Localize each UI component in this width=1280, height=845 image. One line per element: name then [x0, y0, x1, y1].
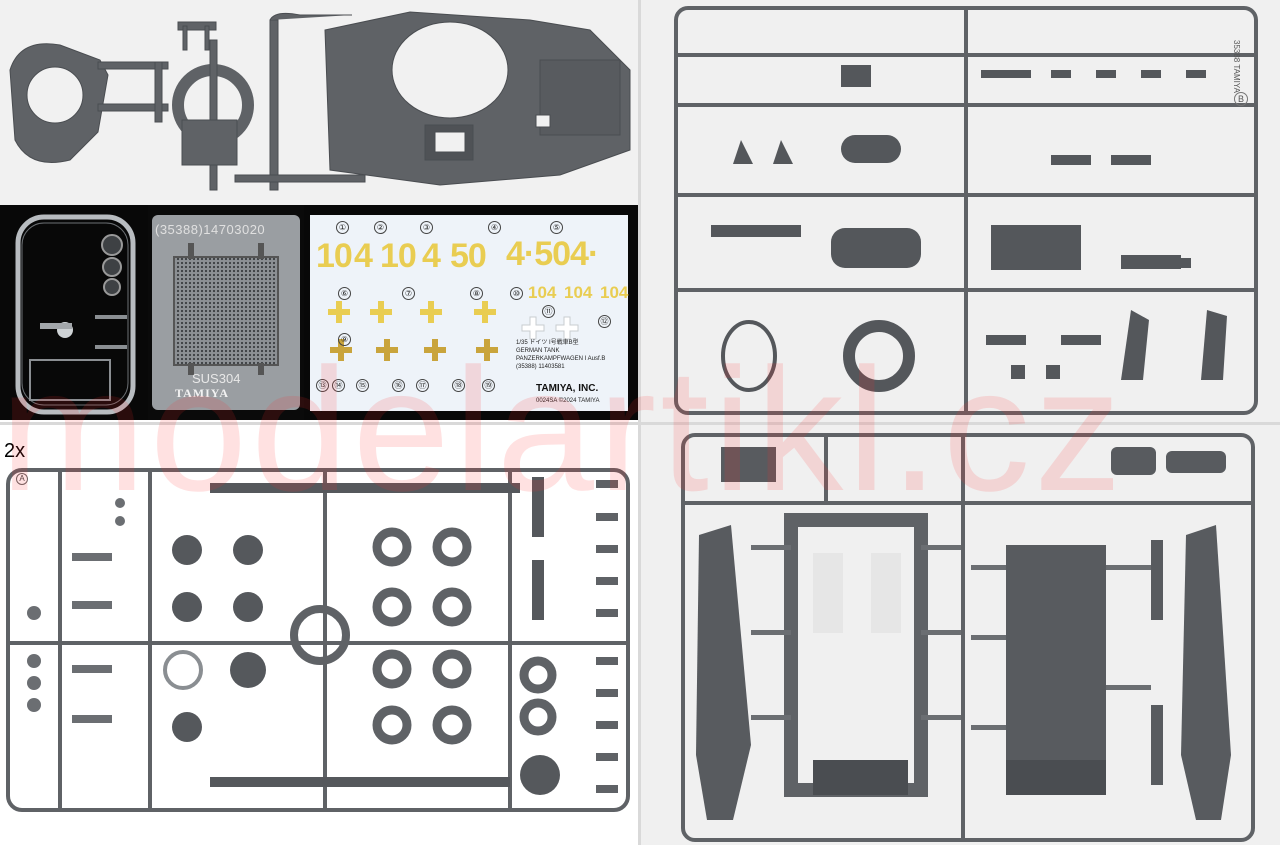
- decal-marking: 4: [422, 237, 441, 275]
- decal-number: ⑰: [416, 379, 429, 392]
- clear-parts-sprue: [0, 205, 148, 420]
- etched-sheet-code: (35388)14703020: [155, 222, 266, 237]
- decal-info-line: GERMAN TANK: [516, 348, 560, 354]
- sprue-c-photo: [641, 425, 1280, 845]
- decal-marking: 104: [600, 283, 629, 302]
- decal-marking: 104: [564, 283, 593, 302]
- decal-sheet-photo: ① ② ③ ④ ⑤ 10 4 10 4 50 4·504· 104 104 10…: [304, 205, 638, 420]
- sprue-a-photo: A: [0, 425, 638, 845]
- decal-info-line: 1/35 ドイツ I号戦車B型: [516, 340, 579, 346]
- sprue-a-drawing: [6, 468, 630, 812]
- decal-marking: 4·504·: [506, 235, 599, 273]
- decal-crosses-drawing: [328, 301, 579, 361]
- decal-number: ⑤: [550, 221, 563, 234]
- sprue-a-letter: A: [16, 473, 28, 485]
- etched-grille-drawing: [152, 215, 300, 410]
- clear-sprue-drawing: [15, 214, 136, 415]
- decal-number: ⑨: [338, 333, 351, 346]
- decal-number: ⑮: [356, 379, 369, 392]
- decal-marking: 104: [528, 283, 557, 302]
- decal-number: ⑪: [542, 305, 555, 318]
- sprue-b-letter: B: [1234, 92, 1248, 106]
- sprue-a-multiplier: 2x: [4, 440, 26, 462]
- sprue-b-drawing: [674, 6, 1258, 415]
- decal-number: ⑥: [338, 287, 351, 300]
- etched-sheet-brand: TAMIYA: [175, 386, 230, 400]
- decal-sheet: ① ② ③ ④ ⑤ 10 4 10 4 50 4·504· 104 104 10…: [310, 215, 628, 411]
- decal-number: ⑲: [482, 379, 495, 392]
- sprue-c-drawing: [681, 433, 1255, 842]
- photo-etched-sheet: (35388)14703020 SUS304 TAMIYA: [148, 205, 304, 420]
- decal-footer: 0024SA ©2024 TAMIYA: [536, 398, 600, 404]
- hull-sprue-drawing: [9, 11, 631, 191]
- decal-marking: 10: [380, 237, 417, 275]
- decal-info-line: (35388) 11403581: [516, 364, 565, 370]
- decal-number: ⑫: [598, 315, 611, 328]
- decal-number: ①: [336, 221, 349, 234]
- decal-brand: TAMIYA, INC.: [536, 383, 599, 394]
- horizontal-divider: [0, 422, 1280, 425]
- decal-number: ④: [488, 221, 501, 234]
- decal-marking: 10: [316, 237, 353, 275]
- decal-number: ②: [374, 221, 387, 234]
- decal-number: ⑬: [316, 379, 329, 392]
- decal-number: ⑭: [332, 379, 345, 392]
- decal-number: ⑧: [470, 287, 483, 300]
- decal-number: ⑩: [510, 287, 523, 300]
- sprue-b-side-text: 35388 TAMIYA: [1232, 40, 1241, 93]
- sprue-b-photo: 35388 TAMIYA B: [641, 0, 1280, 422]
- decal-marking: 50: [450, 237, 487, 275]
- decal-number: ⑱: [452, 379, 465, 392]
- hull-sprue-photo: [0, 0, 638, 205]
- decal-info-line: PANZERKAMPFWAGEN I Ausf.B: [516, 356, 606, 362]
- decal-number: ⑯: [392, 379, 405, 392]
- decal-marking: 4: [354, 237, 373, 275]
- decal-number: ③: [420, 221, 433, 234]
- etched-sheet-material: SUS304: [192, 371, 241, 386]
- decal-number: ⑦: [402, 287, 415, 300]
